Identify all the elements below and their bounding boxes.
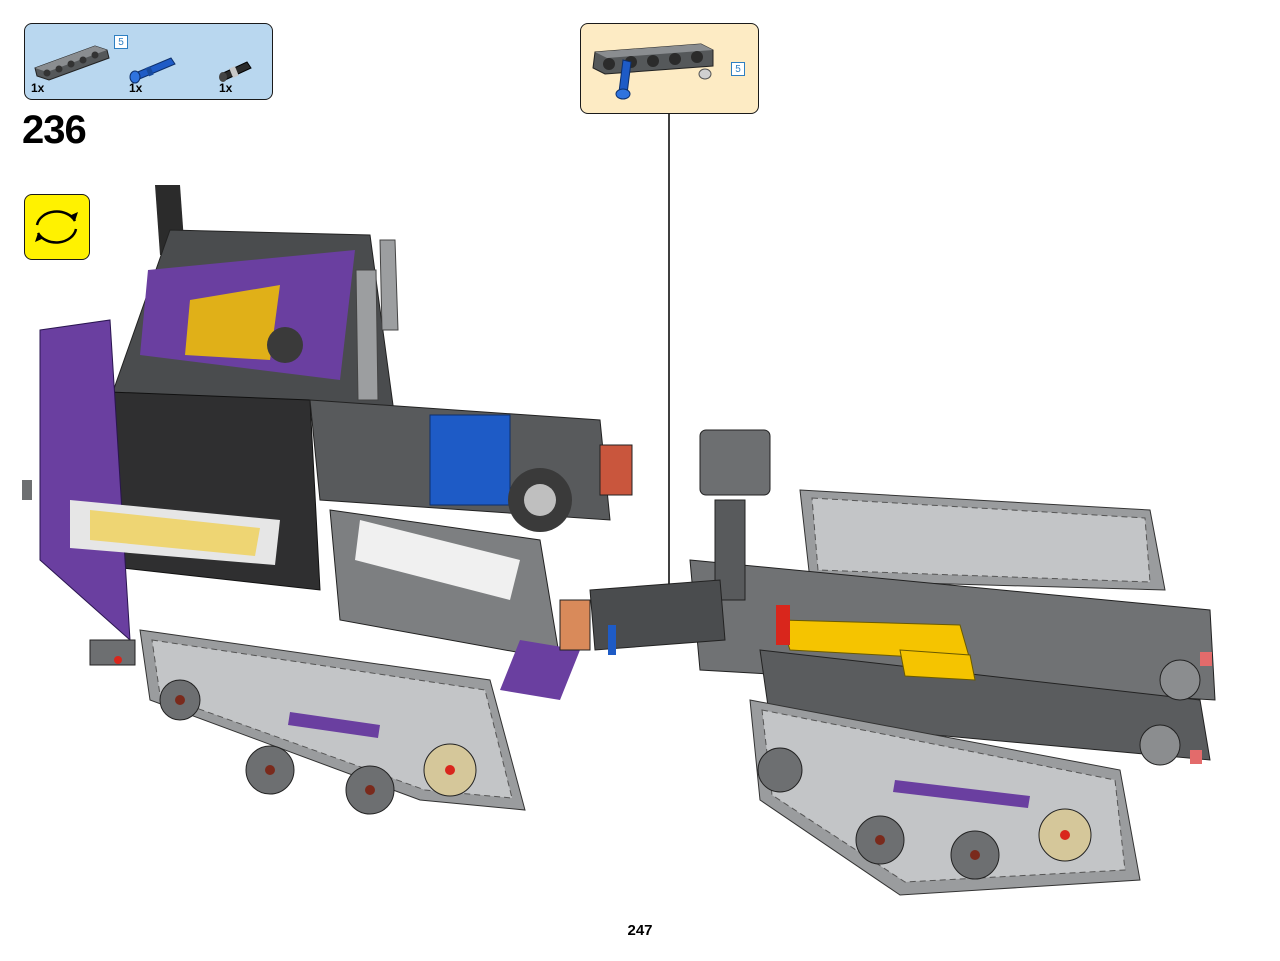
part-quantity: 1x bbox=[219, 81, 233, 95]
page-number: 247 bbox=[627, 922, 653, 939]
subassembly-callout: 5 bbox=[580, 23, 759, 114]
rear-track-unit bbox=[689, 429, 1216, 896]
step-number: 236 bbox=[22, 108, 87, 152]
pin-part-icon bbox=[219, 61, 252, 82]
axle-pin-part-icon bbox=[129, 57, 176, 84]
rotate-callout bbox=[24, 194, 90, 260]
front-truck-unit bbox=[22, 185, 726, 815]
part-quantity: 1x bbox=[129, 81, 143, 95]
parts-list-callout: 5 1x 1x 1x bbox=[24, 23, 273, 100]
rotate-arrows-icon bbox=[35, 210, 78, 244]
liftarm-part-icon bbox=[34, 45, 110, 81]
length-badge: 5 bbox=[731, 62, 745, 76]
part-quantity: 1x bbox=[31, 81, 45, 95]
parts-list-art bbox=[34, 45, 252, 84]
length-badge: 5 bbox=[114, 35, 128, 49]
callout-pointer-arrow bbox=[664, 114, 674, 612]
subassembly-art bbox=[592, 43, 714, 100]
